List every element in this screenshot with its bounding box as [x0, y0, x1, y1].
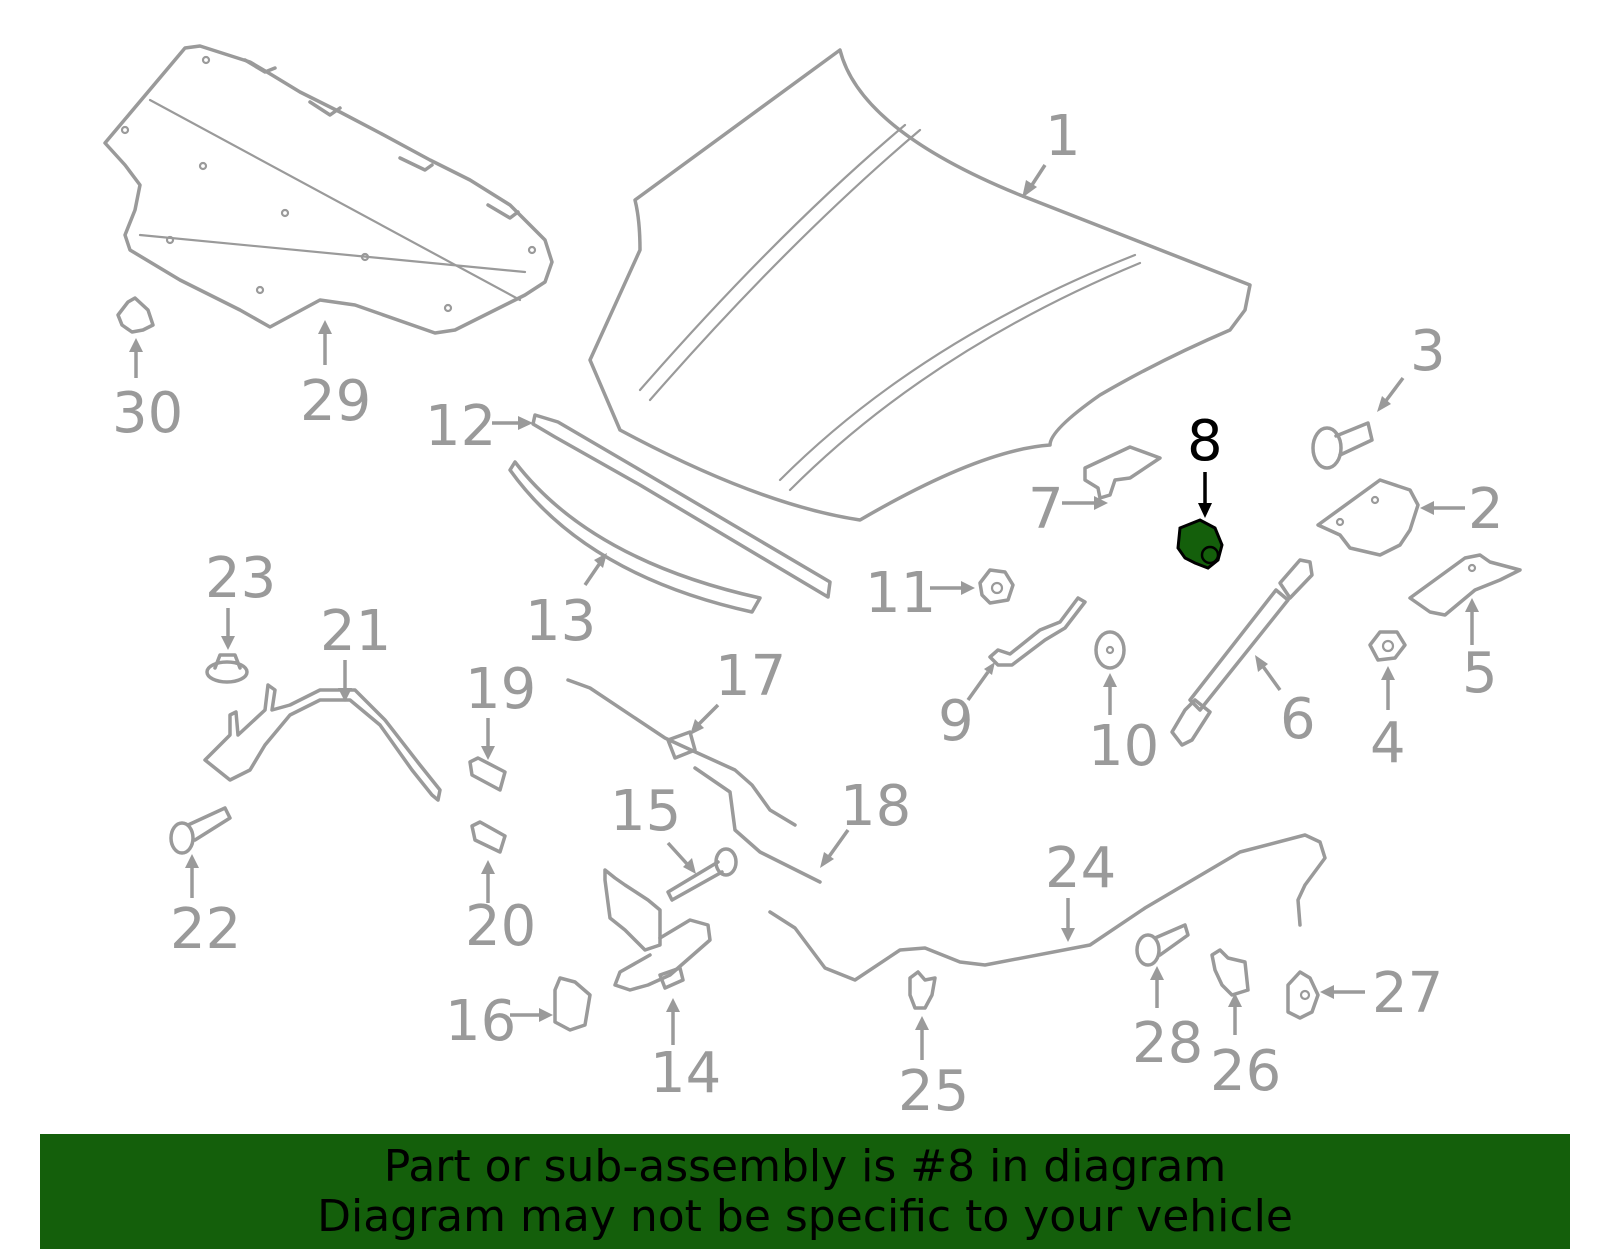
arrow-24 — [1061, 898, 1075, 942]
callout-12: 12 — [425, 394, 496, 459]
part-25-clip — [908, 970, 937, 1010]
part-21-bracket — [203, 683, 442, 802]
callout-27: 27 — [1372, 961, 1443, 1026]
callout-26: 26 — [1210, 1039, 1281, 1104]
callout-7: 7 — [1028, 477, 1064, 542]
callout-18: 18 — [840, 774, 911, 839]
part-8-highlighted — [1176, 518, 1224, 570]
callout-11: 11 — [865, 561, 936, 626]
callout-13: 13 — [525, 589, 596, 654]
arrow-29 — [318, 320, 332, 365]
callout-22: 22 — [170, 897, 241, 962]
part-30-clip — [116, 296, 155, 334]
part-13-seal — [508, 460, 762, 614]
banner-line-2: Diagram may not be specific to your vehi… — [317, 1191, 1293, 1242]
arrow-25 — [915, 1016, 929, 1060]
part-16-clip — [553, 976, 592, 1032]
part-10-washer — [1094, 630, 1126, 670]
part-20-clip — [470, 820, 507, 854]
arrow-3 — [1377, 376, 1405, 412]
callout-6: 6 — [1280, 687, 1316, 752]
callout-4: 4 — [1370, 711, 1406, 776]
arrow-18 — [820, 828, 850, 868]
callout-3: 3 — [1410, 319, 1446, 384]
part-7-bracket — [1083, 445, 1162, 500]
callout-8: 8 — [1187, 409, 1223, 474]
arrow-13 — [583, 553, 607, 586]
part-14-latch — [603, 868, 712, 992]
part-19-clip — [468, 756, 507, 792]
arrow-16 — [510, 1008, 553, 1022]
part-28-bolt — [1135, 923, 1190, 967]
part-15-bolt — [666, 847, 738, 902]
info-banner: Part or sub-assembly is #8 in diagram Di… — [40, 1134, 1570, 1249]
arrow-11 — [930, 581, 975, 595]
part-29-insulator — [103, 44, 554, 335]
arrow-27 — [1320, 985, 1365, 999]
callout-20: 20 — [465, 894, 536, 959]
part-22-bolt — [169, 806, 232, 855]
part-4-nut — [1368, 630, 1407, 662]
arrow-8 — [1198, 472, 1212, 518]
callout-30: 30 — [112, 381, 183, 446]
part-17-cable — [566, 678, 797, 827]
arrow-28 — [1150, 966, 1164, 1008]
callout-2: 2 — [1468, 477, 1504, 542]
arrow-6 — [1255, 655, 1282, 692]
arrow-9 — [966, 662, 995, 702]
banner-line-1: Part or sub-assembly is #8 in diagram — [383, 1141, 1227, 1192]
part-27-clip — [1286, 970, 1320, 1020]
callout-10: 10 — [1088, 714, 1159, 779]
arrow-21 — [338, 660, 352, 702]
arrow-23 — [221, 608, 235, 650]
part-18-rod — [693, 766, 822, 884]
callout-14: 14 — [650, 1041, 721, 1106]
callout-25: 25 — [898, 1059, 969, 1124]
part-2-hinge — [1316, 478, 1420, 557]
callout-23: 23 — [205, 546, 276, 611]
part-3-bolt — [1311, 421, 1374, 470]
arrow-17 — [690, 703, 720, 735]
callout-19: 19 — [465, 657, 536, 722]
part-6-strut — [1170, 558, 1314, 747]
arrow-12 — [492, 416, 533, 430]
part-5-bracket — [1408, 553, 1522, 617]
callout-17: 17 — [715, 644, 786, 709]
part-26-clip — [1210, 948, 1250, 997]
arrow-10 — [1103, 673, 1117, 715]
callout-24: 24 — [1045, 836, 1116, 901]
arrow-26 — [1228, 993, 1242, 1035]
arrow-4 — [1381, 666, 1395, 710]
arrow-14 — [666, 998, 680, 1045]
arrow-30 — [129, 338, 143, 378]
part-24-cable — [768, 833, 1327, 982]
arrow-7 — [1062, 496, 1108, 510]
arrow-15 — [666, 841, 696, 874]
callout-16: 16 — [445, 989, 516, 1054]
arrow-1 — [1022, 164, 1047, 198]
callout-9: 9 — [938, 689, 974, 754]
arrow-20 — [481, 860, 495, 903]
callout-1: 1 — [1045, 104, 1081, 169]
callout-28: 28 — [1132, 1011, 1203, 1076]
callout-21: 21 — [320, 599, 391, 664]
arrow-19 — [481, 718, 495, 760]
callout-5: 5 — [1462, 641, 1498, 706]
callout-29: 29 — [300, 369, 371, 434]
part-11-nut — [978, 568, 1015, 605]
arrow-5 — [1465, 598, 1479, 645]
part-9-rod — [988, 596, 1087, 667]
part-1-hood — [588, 48, 1252, 522]
part-12-weatherstrip — [531, 413, 832, 599]
arrow-22 — [185, 854, 199, 898]
arrow-2 — [1420, 501, 1465, 515]
part-23-nut — [205, 653, 249, 684]
callout-15: 15 — [610, 779, 681, 844]
